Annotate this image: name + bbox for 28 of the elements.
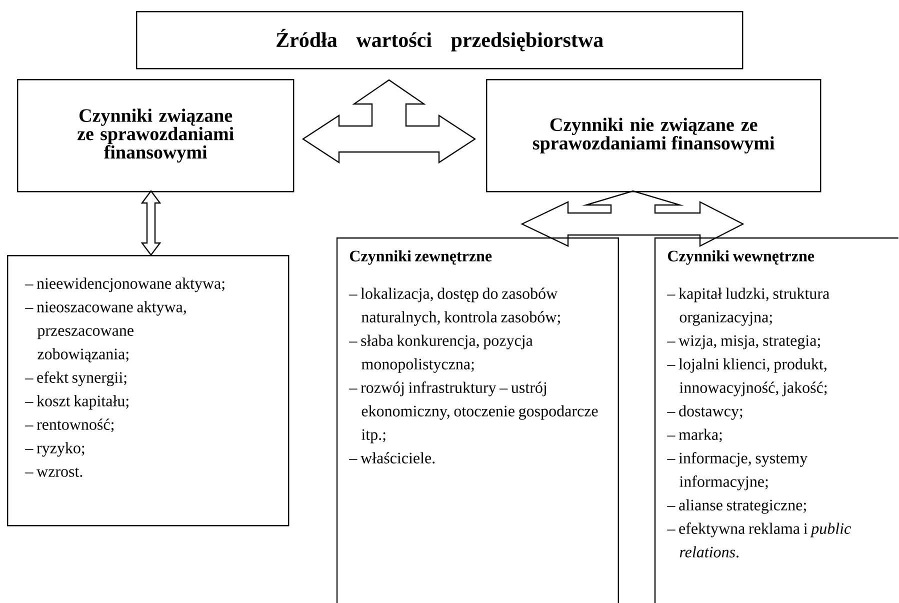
list-item: – wzrost. [25,468,82,477]
list-item: – rentowność; [25,418,114,432]
list-item: – nieoszacowane aktywa, przeszacowane zobowiązania; [25,301,186,362]
list-item: – efektywna reklama i public relations. [667,522,851,558]
list-item: – ryzyko; [25,442,84,457]
list-item: – słaba konkurencja, pozycja monopolistyczna; [349,334,533,373]
list-item: – dostawcy; [667,405,742,420]
category-box: Czynniki związane ze sprawozdaniami finansowymi [17,79,294,192]
list-item: – koszt kapitału; [25,395,128,410]
list-item: – nieewidencjonowane aktywa; [25,278,224,292]
block-arrow [140,190,162,256]
list-item: – kapitał ludzki, struktura organizacyjna; [667,288,830,326]
list-item: – informacje, systemy informacyjne; [667,452,808,490]
list-box [7,255,290,526]
list-item: – lojalni klienci, produkt, innowacyjność, jakość; [667,358,827,396]
category-box: Czynniki nie związane ze sprawozdaniami finansowymi [486,79,822,192]
list-item: – marka; [667,428,722,442]
box-heading: Czynniki zewnętrzne [350,250,492,265]
factor-box [336,237,619,603]
title-box: Źródła wartości przedsiębiorstwa [136,11,744,70]
list-item: – alianse strategiczne; [667,499,806,514]
box-heading: Czynniki wewnętrzne [668,250,814,265]
list-item: – lokalizacja, dostęp do zasobów naturalnych, kontrola zasobów; [349,288,560,326]
list-item: – właściciele. [349,452,435,464]
factor-box [654,237,898,603]
list-item: – rozwój infrastruktury – ustrój ekonomiczny, otoczenie gospodarcze itp.; [349,382,598,444]
list-item: – wizja, misja, strategia; [667,335,820,350]
list-item: – efekt synergii; [25,371,126,386]
